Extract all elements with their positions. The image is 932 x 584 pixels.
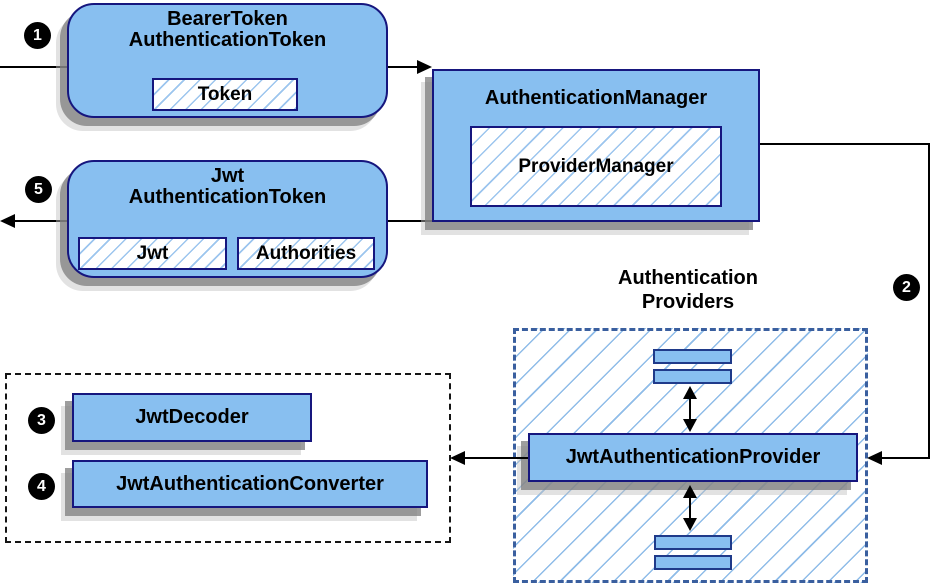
arrowhead-left-icon	[867, 451, 882, 465]
arrowhead-left-decoder-icon	[450, 451, 465, 465]
step-2-number: 2	[902, 278, 911, 296]
authentication-providers-title: Authentication Providers	[553, 266, 823, 314]
token-field: Token	[152, 78, 298, 111]
incoming-request-line	[0, 66, 67, 68]
step-1-number: 1	[33, 26, 42, 44]
provider-stack-top-bar-1	[653, 349, 732, 364]
step-2-badge: 2	[893, 274, 920, 301]
arrowhead-right-icon	[417, 60, 432, 74]
jwt-authentication-provider-box: JwtAuthenticationProvider	[528, 433, 858, 482]
manager-out-line-top	[760, 143, 930, 145]
jwt-field: Jwt	[78, 237, 227, 270]
jwt-field-label: Jwt	[136, 242, 169, 264]
authentication-manager-title: AuthenticationManager	[484, 87, 708, 109]
double-arrow-bottom-up-icon	[683, 485, 697, 498]
step-3-number: 3	[37, 411, 46, 429]
manager-out-line-vertical	[928, 143, 930, 459]
authentication-providers-title-line2: Providers	[641, 291, 735, 313]
authorities-field-label: Authorities	[255, 242, 357, 264]
provider-manager-field-label: ProviderManager	[518, 155, 674, 177]
provider-to-decoder-line	[463, 457, 528, 459]
arrowhead-left-out-icon	[0, 214, 15, 228]
provider-manager-field: ProviderManager	[470, 126, 722, 207]
jwt-authentication-provider-label: JwtAuthenticationProvider	[565, 446, 821, 468]
double-arrow-bottom-down-icon	[683, 518, 697, 531]
authentication-providers-title-line1: Authentication	[618, 267, 758, 289]
double-arrow-top-up-icon	[683, 386, 697, 399]
authentication-manager-label: AuthenticationManager	[432, 88, 760, 109]
step-1-badge: 1	[24, 22, 51, 49]
bearer-to-manager-line	[388, 66, 420, 68]
jwt-authentication-converter-box: JwtAuthenticationConverter	[72, 460, 428, 508]
authorities-field: Authorities	[237, 237, 375, 270]
step-3-badge: 3	[28, 407, 55, 434]
bearer-token-label-line2: AuthenticationToken	[128, 29, 327, 51]
bearer-token-authentication-token-label: BearerToken AuthenticationToken	[67, 9, 388, 51]
jwt-authentication-token-label: Jwt AuthenticationToken	[67, 166, 388, 208]
jwt-decoder-box: JwtDecoder	[72, 393, 312, 442]
manager-to-provider-line	[882, 457, 930, 459]
double-arrow-top-shaft	[689, 396, 691, 423]
provider-stack-bottom-bar-1	[654, 535, 732, 550]
double-arrow-bottom-shaft	[689, 495, 691, 521]
jwt-token-label-line2: AuthenticationToken	[128, 186, 327, 208]
step-5-badge: 5	[25, 176, 52, 203]
jwt-decoder-label: JwtDecoder	[135, 406, 249, 428]
jwt-authentication-converter-label: JwtAuthenticationConverter	[116, 472, 384, 495]
double-arrow-top-down-icon	[683, 419, 697, 432]
bearer-token-label-line1: BearerToken	[167, 8, 288, 30]
token-field-label: Token	[197, 83, 253, 105]
provider-stack-bottom-bar-2	[654, 555, 732, 570]
jwt-token-label-line1: Jwt	[210, 165, 245, 187]
provider-stack-top-bar-2	[653, 369, 732, 384]
step-5-number: 5	[34, 180, 43, 198]
step-4-badge: 4	[28, 473, 55, 500]
step-4-number: 4	[37, 477, 46, 495]
